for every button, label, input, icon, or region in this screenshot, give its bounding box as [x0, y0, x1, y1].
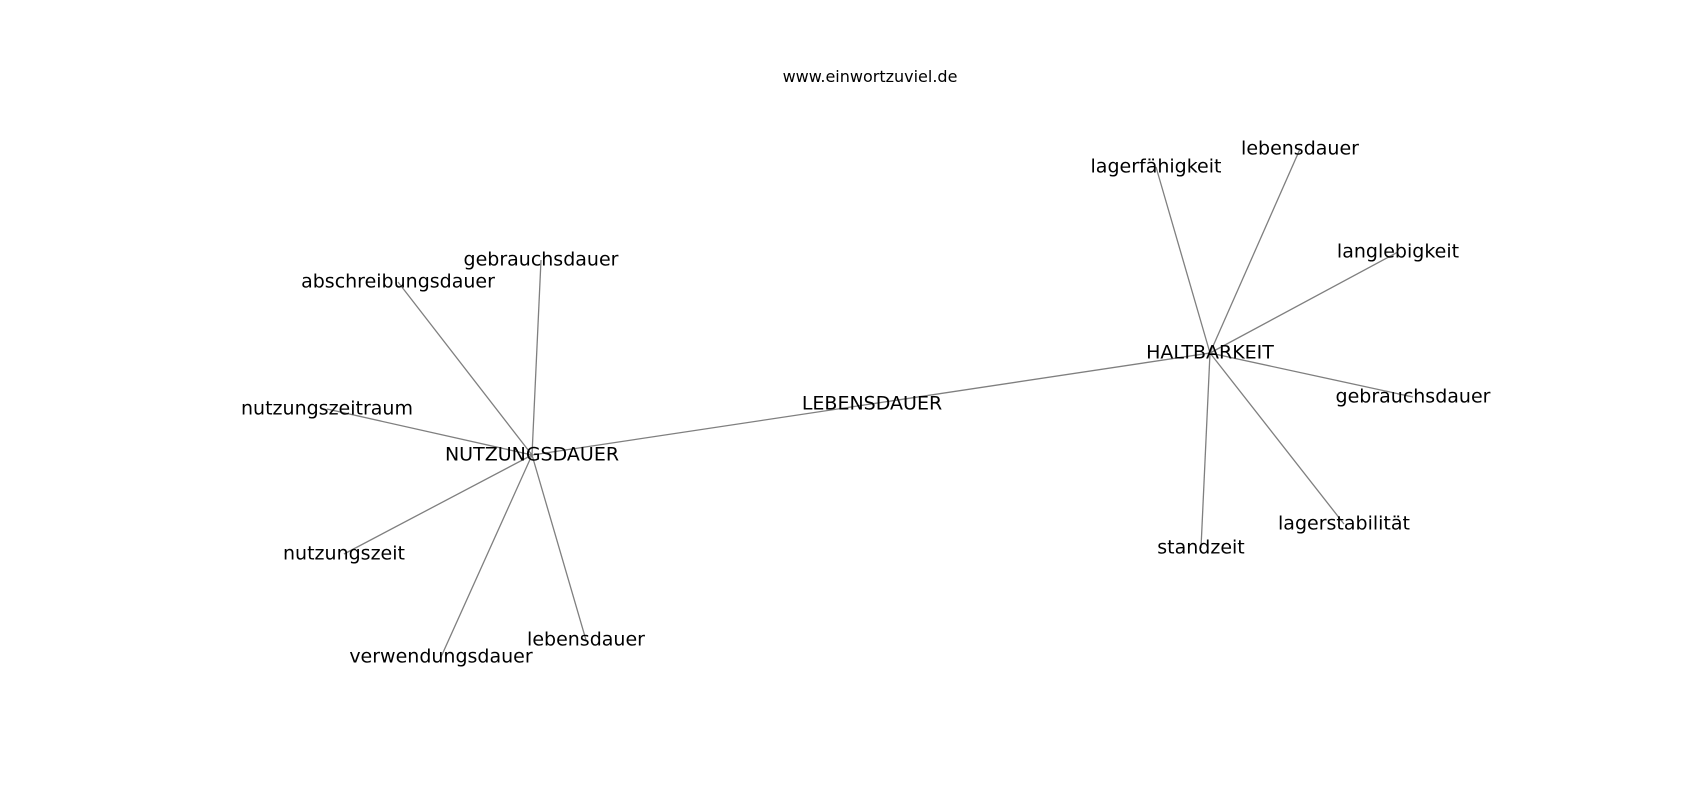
edge-haltbarkeit-standzeit: [1200, 352, 1211, 549]
node-label-langlebigkeit: langlebigkeit: [1337, 241, 1459, 263]
node-label-lebensdauer_1: lebensdauer: [527, 629, 645, 651]
node-label-nutzungszeitraum: nutzungszeitraum: [241, 398, 413, 420]
edge-nutzungsdauer-haltbarkeit: [531, 352, 1211, 456]
node-label-nutzungszeit: nutzungszeit: [283, 543, 405, 565]
edge-haltbarkeit-lagerfaehigkeit: [1155, 166, 1211, 354]
node-label-verwendungsdauer: verwendungsdauer: [349, 646, 533, 668]
edge-haltbarkeit-lagerstabilitaet: [1209, 352, 1345, 525]
edge-nutzungsdauer-verwendungsdauer: [440, 454, 533, 658]
edge-nutzungsdauer-nutzungszeitraum: [326, 408, 533, 456]
edge-nutzungsdauer-gebrauchsdauer_1: [531, 259, 542, 456]
edge-haltbarkeit-gebrauchsdauer_2: [1209, 352, 1414, 398]
watermark-url: www.einwortzuviel.de: [783, 67, 958, 86]
edge-nutzungsdauer-abschreibungsdauer: [397, 281, 533, 456]
node-label-haltbarkeit: HALTBARKEIT: [1146, 342, 1274, 364]
node-label-lagerstabilitaet: lagerstabilität: [1278, 513, 1410, 535]
node-label-abschreibungsdauer: abschreibungsdauer: [301, 271, 495, 293]
edge-nutzungsdauer-nutzungszeit: [343, 454, 533, 555]
node-label-lebensdauer_2: lebensdauer: [1241, 138, 1359, 160]
edge-haltbarkeit-lebensdauer_2: [1209, 148, 1301, 354]
node-label-nutzungsdauer: NUTZUNGSDAUER: [445, 444, 619, 466]
node-label-standzeit: standzeit: [1157, 537, 1245, 559]
edge-nutzungsdauer-lebensdauer_1: [531, 454, 587, 641]
node-label-lebensdauer_main: LEBENSDAUER: [802, 393, 942, 415]
node-layer: LEBENSDAUER NUTZUNGSDAUER HALTBARKEIT absch…: [241, 138, 1491, 668]
edge-haltbarkeit-langlebigkeit: [1209, 251, 1399, 354]
edge-layer: [326, 148, 1414, 658]
node-label-gebrauchsdauer_2: gebrauchsdauer: [1336, 386, 1491, 408]
node-label-lagerfaehigkeit: lagerfähigkeit: [1091, 156, 1222, 178]
node-label-gebrauchsdauer_1: gebrauchsdauer: [464, 249, 619, 271]
